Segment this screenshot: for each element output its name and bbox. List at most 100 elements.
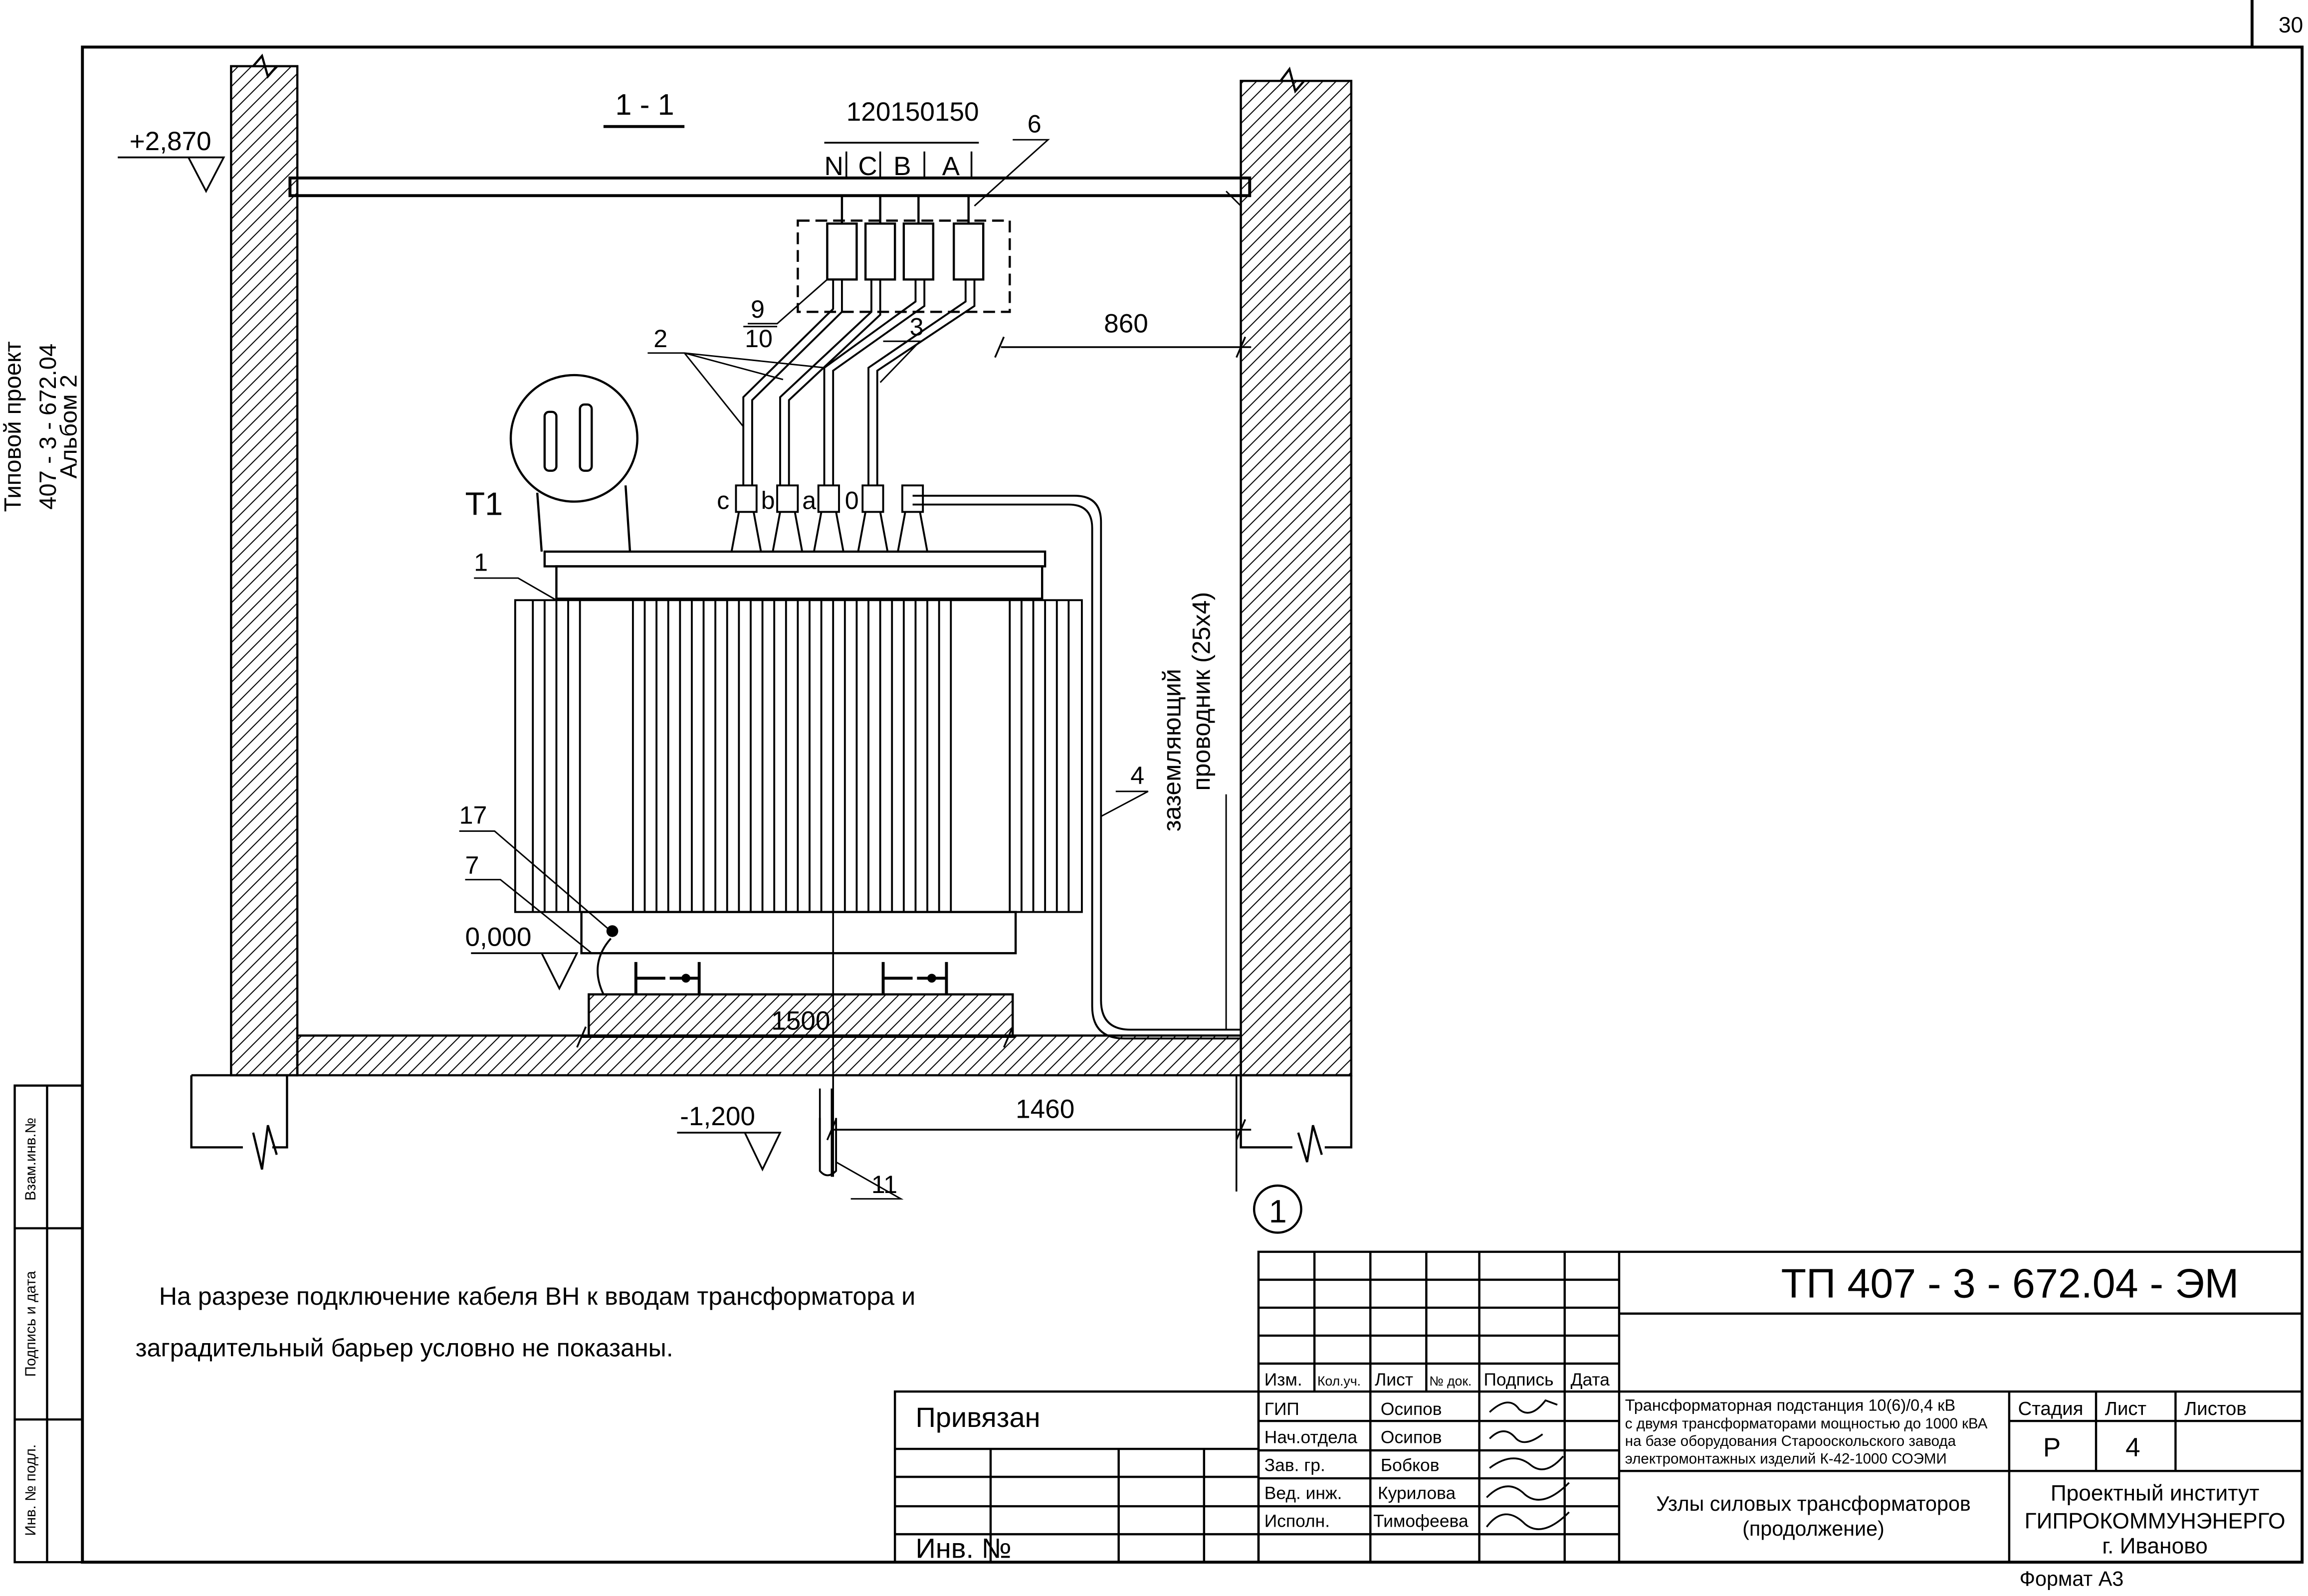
description: Трансформаторная подстанция 10(6)/0,4 кВ… [1625, 1396, 1988, 1467]
ceiling-beam [288, 176, 1252, 198]
terminal-c: c [717, 486, 729, 514]
floor-slab [296, 1034, 1242, 1077]
side-stamp-title: Типовой проект 407 - 3 - 672.04 Альбом 2 [0, 341, 82, 512]
org-line2: ГИПРОКОММУНЭНЕРГО [2025, 1509, 2286, 1533]
dim-860: 860 [1104, 309, 1148, 339]
names: Осипов Осипов Бобков Курилова Тимофеева [1373, 1399, 1469, 1531]
name-nach: Осипов [1381, 1427, 1442, 1447]
terminal-b: b [761, 486, 775, 514]
sheet-format: Формат А3 [2020, 1567, 2124, 1590]
right-wall [1240, 66, 1353, 1077]
callout-2: 2 [653, 325, 667, 353]
stamp-field-vzam: Взам.инв.№ [22, 1118, 39, 1200]
level-top: +2,870 [130, 127, 211, 156]
dim-top: 120150150 [846, 97, 979, 127]
transformer-rollers [634, 962, 948, 995]
grounding-rod [819, 1118, 838, 1177]
transformer-conservator [509, 374, 638, 552]
callout-1: 1 [474, 548, 488, 576]
org-line3: г. Иваново [2102, 1534, 2207, 1558]
callout-6: 6 [1028, 110, 1042, 138]
ground-conductor [597, 495, 1241, 1040]
stage-value: Р [2043, 1433, 2061, 1462]
busbar-box [797, 196, 1011, 313]
callout-9: 9 [751, 295, 765, 323]
note-line1: На разрезе подключение кабеля ВН к ввода… [159, 1282, 915, 1310]
description-line1: Трансформаторная подстанция 10(6)/0,4 кВ [1625, 1396, 1955, 1414]
level-marks [118, 156, 782, 1172]
sheets-header: Листов [2184, 1398, 2247, 1419]
name-ved: Курилова [1378, 1483, 1456, 1503]
description-line2: с двумя трансформаторами мощностью до 10… [1625, 1415, 1988, 1432]
privyazan-label: Привязан [915, 1401, 1040, 1433]
transformer-cover [543, 550, 1047, 568]
transformer-label: T1 [465, 485, 503, 522]
dim-1460: 1460 [1016, 1094, 1074, 1124]
callout-10: 10 [745, 325, 773, 353]
description-line3: на базе оборудования Старооскольского за… [1625, 1433, 1956, 1449]
header-ndok: № док. [1429, 1374, 1471, 1389]
bus-label-frame [824, 142, 979, 178]
page-number: 30 [2279, 13, 2303, 37]
side-stamp-line3: Альбом 2 [55, 375, 82, 479]
axis-marker-circle [1253, 1184, 1302, 1234]
callout-numbers: 1 2 3 4 6 7 9 10 11 17 [459, 110, 1145, 1198]
side-stamp-table [13, 1084, 84, 1564]
header-data: Дата [1571, 1370, 1610, 1390]
callout-11: 11 [871, 1171, 897, 1198]
org-line1: Проектный институт [2051, 1481, 2260, 1505]
name-gip: Осипов [1381, 1399, 1442, 1419]
note-line2: заградительный барьер условно не показан… [135, 1334, 673, 1362]
transformer-radiators [514, 599, 1083, 913]
callout-leaders [459, 139, 1149, 1200]
terminal-labels: c b a 0 [717, 486, 859, 514]
header-podpis: Подпись [1484, 1370, 1554, 1390]
header-kolich: Кол.уч. [1317, 1374, 1361, 1389]
role-isp: Исполн. [1264, 1511, 1330, 1531]
name-zav: Бобков [1381, 1455, 1440, 1475]
sheet-title-line1: Узлы силовых трансформаторов [1656, 1492, 1971, 1515]
callout-3: 3 [910, 313, 924, 341]
callout-17: 17 [459, 801, 487, 829]
terminal-a: a [802, 486, 816, 514]
bus-cables [742, 279, 976, 486]
bus-label-n: N [825, 152, 843, 181]
header-list: Лист [1375, 1370, 1413, 1390]
callout-7: 7 [465, 851, 479, 879]
inv-no-label: Инв. № [915, 1532, 1011, 1564]
level-zero: 0,000 [465, 922, 531, 952]
name-isp: Тимофеева [1373, 1511, 1469, 1531]
sheet-value: 4 [2125, 1433, 2140, 1462]
transformer-plinth [588, 993, 1014, 1037]
role-nach: Нач.отдела [1264, 1427, 1358, 1447]
bus-labels: N C B A [825, 152, 960, 181]
role-ved: Вед. инж. [1264, 1483, 1342, 1503]
header-izm: Изм. [1264, 1370, 1302, 1390]
axis-marker: 1 [1269, 1193, 1287, 1229]
stamp-field-inv: Инв. № подл. [22, 1444, 39, 1536]
bus-label-b: B [893, 152, 911, 181]
dim-1500: 1500 [771, 1006, 830, 1036]
bus-label-c: C [858, 152, 877, 181]
ground-conductor-line1: заземляющий [1158, 669, 1186, 831]
role-zav: Зав. гр. [1264, 1455, 1325, 1475]
foundation [190, 1074, 1353, 1170]
transformer-base [580, 911, 1017, 955]
callout-4: 4 [1130, 762, 1144, 790]
signatures [1485, 1399, 1570, 1530]
bus-label-a: A [942, 152, 960, 181]
side-stamp-line2: 407 - 3 - 672.04 [35, 344, 61, 510]
stage-header: Стадия [2018, 1398, 2084, 1419]
transformer-bushings [730, 484, 928, 552]
roles: ГИП Нач.отдела Зав. гр. Вед. инж. Исполн… [1264, 1399, 1358, 1531]
sheet-title-line2: (продолжение) [1742, 1517, 1885, 1540]
level-bottom: -1,200 [680, 1102, 755, 1131]
description-line4: электромонтажных изделий К-42-1000 СОЭМИ [1625, 1451, 1947, 1467]
project-code: ТП 407 - 3 - 672.04 - ЭМ [1781, 1260, 2239, 1306]
side-stamp-line1: Типовой проект [0, 341, 26, 512]
sheet-header: Лист [2105, 1398, 2146, 1419]
left-wall [230, 53, 299, 1077]
terminal-0: 0 [845, 486, 859, 514]
revision-headers: Изм. Кол.уч. Лист № док. Подпись Дата [1264, 1370, 1610, 1390]
title-block-grid [893, 1250, 2304, 1564]
